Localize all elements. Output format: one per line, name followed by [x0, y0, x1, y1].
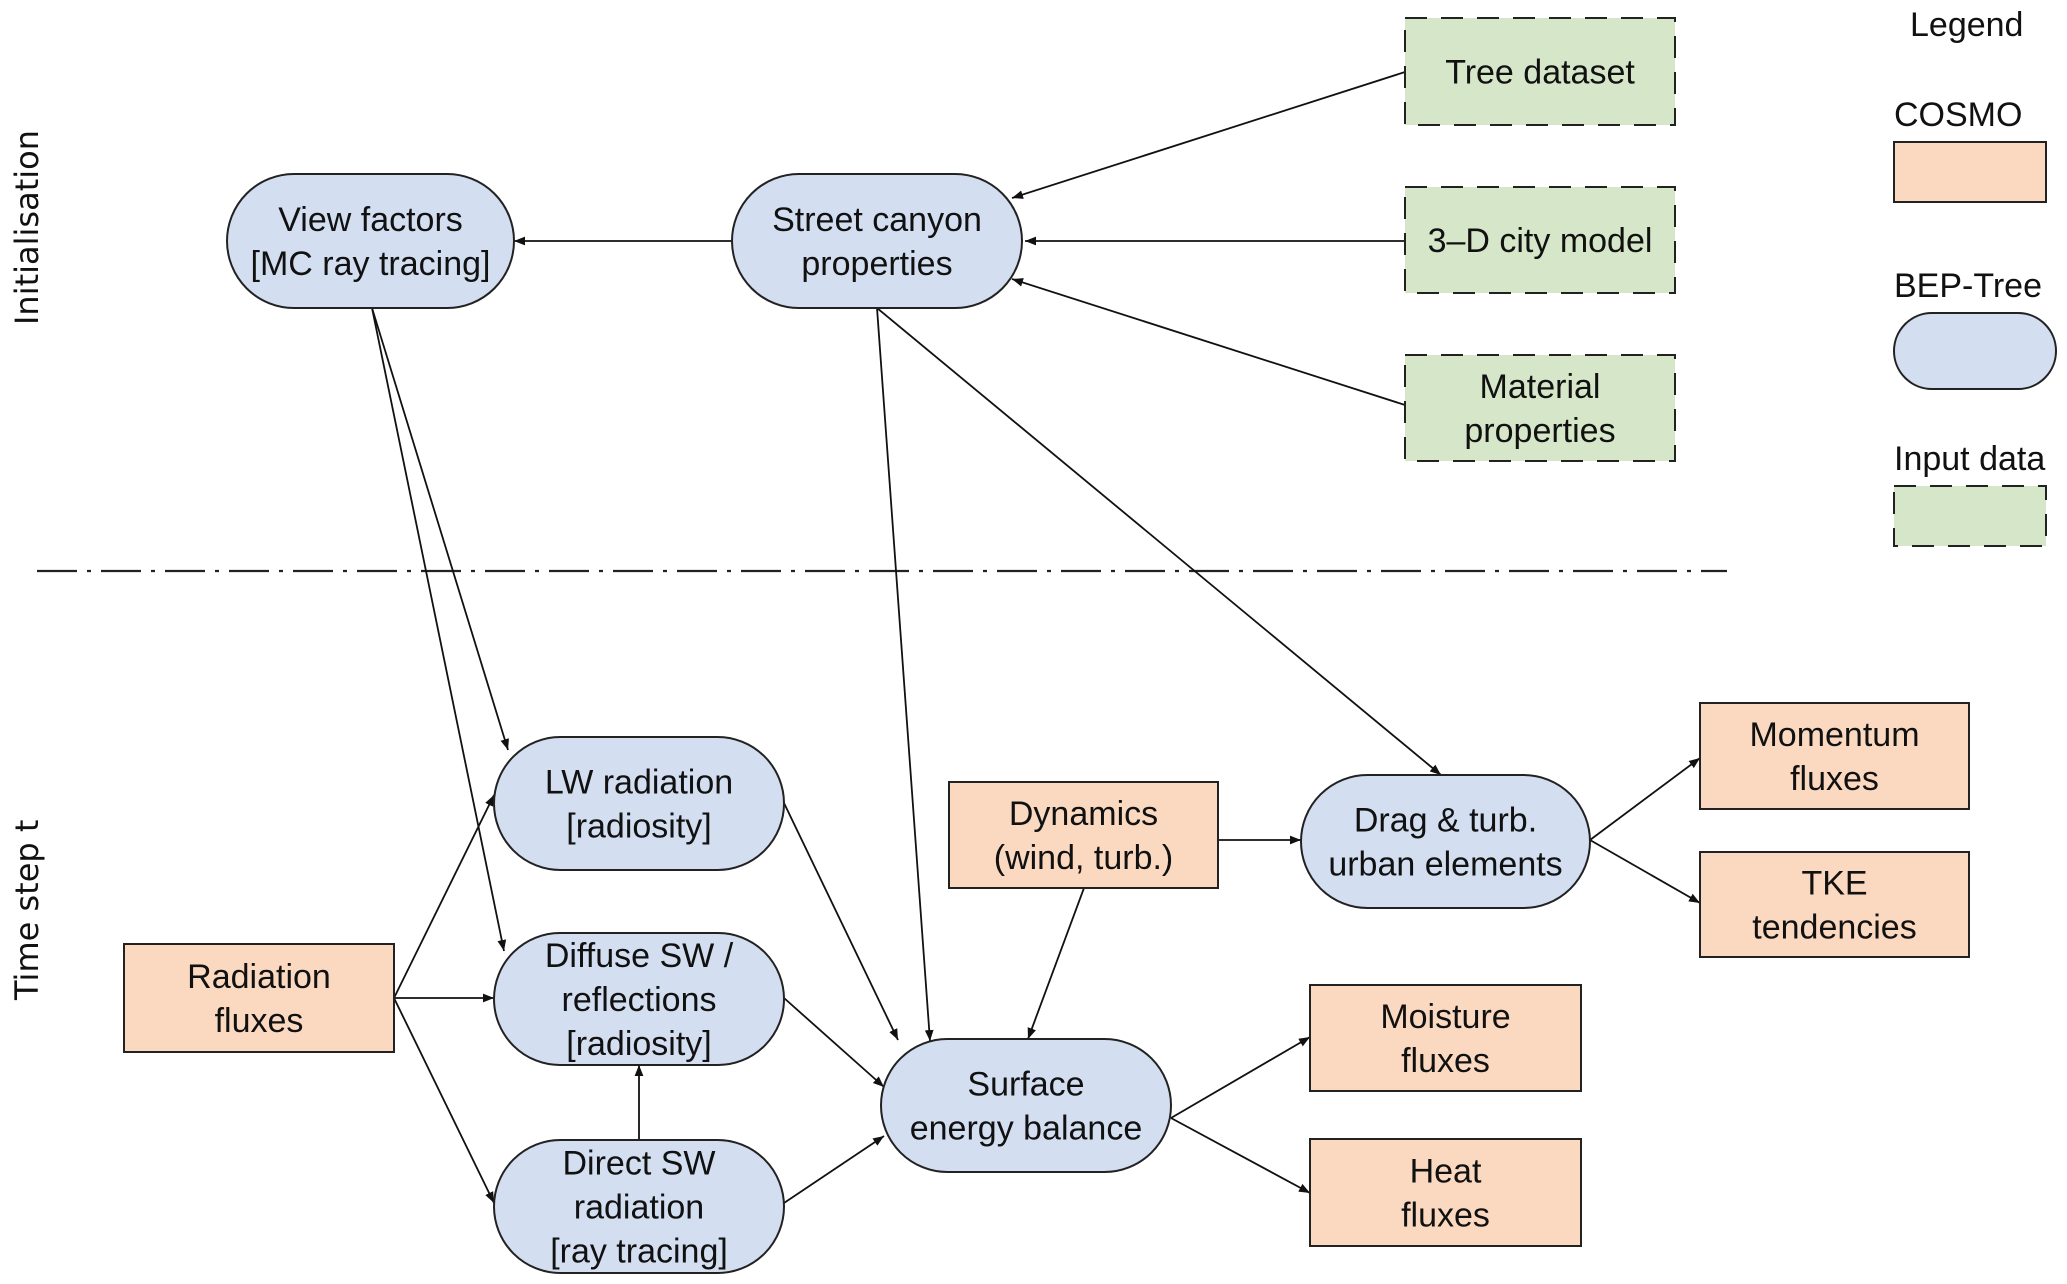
node-label-line: Direct SW: [563, 1145, 716, 1183]
node-shape-cosmo: [1699, 702, 1970, 810]
node-diffuse-sw: Diffuse SW / reflections [radiosity]: [493, 932, 785, 1066]
node-label-line: radiation: [574, 1189, 704, 1227]
node-view-factors: View factors [MC ray tracing]: [226, 173, 515, 309]
legend-label-input-data: Input data: [1894, 440, 2045, 478]
node-label-line: fluxes: [1790, 760, 1879, 798]
arrow-diffuse-sw-to-surface-energy: [783, 997, 885, 1088]
node-label-line: 3–D city model: [1428, 222, 1653, 260]
node-label-line: reflections: [562, 981, 717, 1019]
node-city-model: 3–D city model: [1404, 186, 1676, 294]
node-label-line: urban elements: [1328, 846, 1562, 884]
node-tke: TKE tendencies: [1699, 851, 1970, 958]
node-label-line: fluxes: [1401, 1042, 1490, 1080]
node-label-line: Diffuse SW /: [545, 937, 734, 975]
node-shape-cosmo: [1309, 1138, 1582, 1247]
node-label-line: LW radiation: [545, 764, 733, 802]
node-label-line: TKE: [1801, 865, 1867, 903]
node-shape-bep: [880, 1038, 1172, 1173]
node-label-line: View factors: [278, 201, 463, 239]
arrow-street-canyon-to-surface-energy: [876, 307, 934, 1042]
node-label-line: Material: [1480, 368, 1601, 406]
arrow-lw-radiation-to-surface-energy: [783, 802, 899, 1041]
arrow-surface-energy-to-heat: [1170, 1117, 1311, 1194]
node-label-line: (wind, turb.): [994, 839, 1174, 877]
legend-title: Legend: [1910, 6, 2023, 44]
node-drag: Drag & turb. urban elements: [1300, 774, 1591, 909]
arrow-view-factors-to-lw-radiation: [371, 307, 509, 751]
node-shape-bep: [731, 173, 1023, 309]
arrow-direct-sw-to-surface-energy: [783, 1135, 885, 1204]
node-label-line: [radiosity]: [566, 1025, 712, 1063]
legend-swatch-cosmo: [1893, 141, 2047, 203]
node-shape-cosmo: [948, 781, 1219, 889]
node-shape-cosmo: [1699, 851, 1970, 958]
node-shape-input: [1404, 17, 1676, 126]
arrow-street-canyon-to-drag: [876, 307, 1442, 776]
node-shape-input: [1404, 354, 1676, 462]
node-street-canyon: Street canyon properties: [731, 173, 1023, 309]
node-label-line: Drag & turb.: [1354, 802, 1537, 840]
node-label-line: fluxes: [215, 1002, 304, 1040]
node-moisture: Moisture fluxes: [1309, 984, 1582, 1092]
node-label-line: [radiosity]: [566, 808, 712, 846]
node-shape-bep: [226, 173, 515, 309]
legend-swatch-input-data: [1893, 485, 2047, 547]
legend-label-cosmo: COSMO: [1894, 96, 2022, 134]
node-shape-bep: [493, 932, 785, 1066]
section-label-time-step: Time step t: [8, 820, 46, 1001]
node-tree-dataset: Tree dataset: [1404, 17, 1676, 126]
arrow-tree-dataset-to-street-canyon: [1011, 71, 1406, 199]
legend-swatch-bep-tree: [1893, 312, 2057, 390]
node-shape-input: [1404, 186, 1676, 294]
legend: Legend COSMO BEP-Tree Input data: [1893, 6, 2057, 547]
arrow-view-factors-to-diffuse-sw: [371, 307, 507, 952]
node-label-line: properties: [1464, 412, 1615, 450]
node-label-line: energy balance: [910, 1110, 1143, 1148]
node-momentum: Momentum fluxes: [1699, 702, 1970, 810]
node-label-line: properties: [801, 245, 952, 283]
node-label-line: Street canyon: [772, 201, 982, 239]
node-label-line: fluxes: [1401, 1197, 1490, 1235]
node-surface-energy: Surface energy balance: [880, 1038, 1172, 1173]
arrow-radiation-fluxes-to-direct-sw: [393, 997, 495, 1204]
arrow-material-to-street-canyon: [1011, 278, 1406, 406]
node-label-line: Dynamics: [1009, 795, 1158, 833]
node-shape-bep: [1300, 774, 1591, 909]
node-shape-bep: [493, 1139, 785, 1274]
node-label-line: Surface: [967, 1066, 1084, 1104]
node-label-line: Tree dataset: [1445, 54, 1635, 92]
node-label-line: Momentum: [1749, 716, 1919, 754]
node-label-line: [MC ray tracing]: [251, 245, 491, 283]
node-label-line: Radiation: [187, 958, 331, 996]
legend-label-bep-tree: BEP-Tree: [1894, 267, 2042, 305]
arrow-drag-to-momentum: [1589, 757, 1701, 841]
arrow-surface-energy-to-moisture: [1170, 1036, 1311, 1119]
node-shape-bep: [493, 736, 785, 871]
edges-layer: [371, 71, 1701, 1204]
node-direct-sw: Direct SW radiation [ray tracing]: [493, 1139, 785, 1274]
node-label-line: Heat: [1410, 1153, 1482, 1191]
node-shape-cosmo: [123, 943, 395, 1053]
section-label-initialisation: Initialisation: [8, 130, 46, 325]
node-shape-cosmo: [1309, 984, 1582, 1092]
node-label-line: tendencies: [1752, 909, 1916, 947]
arrow-radiation-fluxes-to-lw-radiation: [393, 794, 495, 999]
nodes-layer: View factors [MC ray tracing] Street canyo…: [123, 17, 1970, 1274]
node-dynamics: Dynamics (wind, turb.): [948, 781, 1219, 889]
node-radiation-fluxes: Radiation fluxes: [123, 943, 395, 1053]
arrow-drag-to-tke: [1589, 839, 1701, 904]
arrow-dynamics-to-surface-energy: [1027, 887, 1085, 1040]
node-material: Material properties: [1404, 354, 1676, 462]
node-label-line: Moisture: [1380, 998, 1510, 1036]
node-label-line: [ray tracing]: [550, 1233, 728, 1271]
node-heat: Heat fluxes: [1309, 1138, 1582, 1247]
node-lw-radiation: LW radiation [radiosity]: [493, 736, 785, 871]
